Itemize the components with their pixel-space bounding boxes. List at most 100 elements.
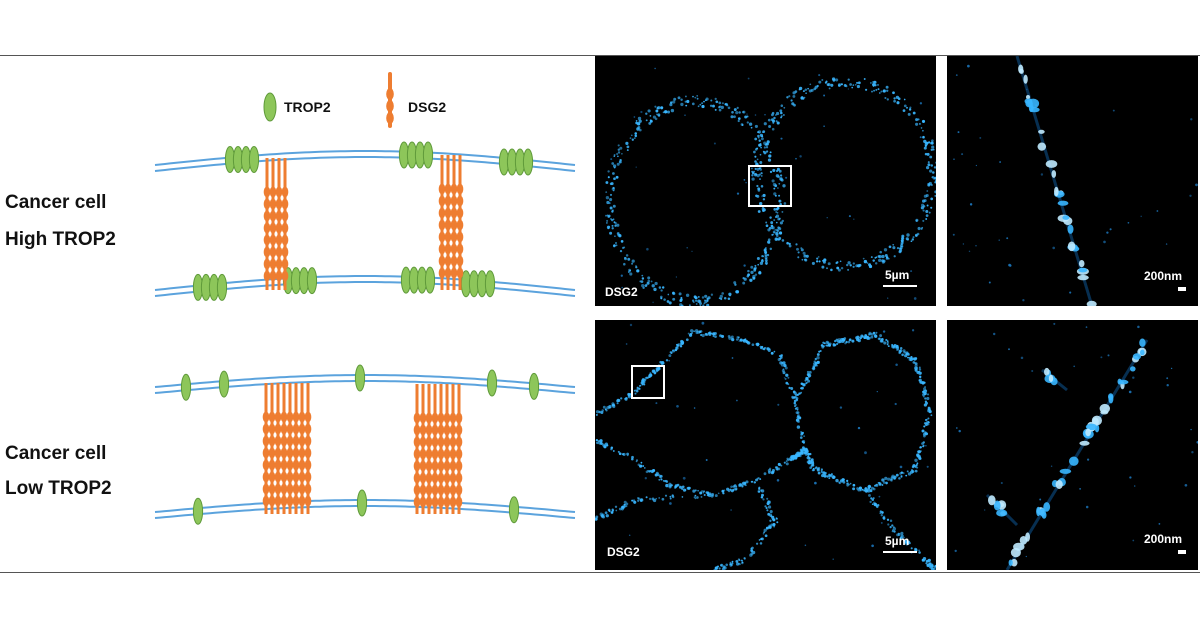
dsg2-domain (304, 447, 312, 459)
dsg2-domain (263, 222, 271, 234)
trop2-single (508, 496, 520, 524)
stain-label: DSG2 (607, 545, 640, 559)
dsg2-domain (431, 484, 439, 496)
dsg2-domain (413, 460, 421, 472)
dsg2-domain (280, 495, 288, 507)
dsg2-domain (263, 234, 271, 246)
dsg2-domain (449, 436, 457, 448)
dsg2-cluster-high-left (263, 158, 289, 290)
dsg2-domain (431, 460, 439, 472)
dsg2-domain (444, 255, 452, 267)
dsg2-domain (450, 183, 458, 195)
trop2-legend-label: TROP2 (284, 99, 331, 115)
dsg2-domain (413, 484, 421, 496)
dsg2-domain (437, 436, 445, 448)
dsg2-domain (443, 448, 451, 460)
dsg2-domain (274, 423, 282, 435)
dsg2-domain (275, 210, 283, 222)
dsg2-domain (269, 186, 277, 198)
dsg2-domain (292, 435, 300, 447)
dsg2-cluster-low-left (262, 383, 312, 514)
dsg2-domain (425, 496, 433, 508)
dsg2-domain (304, 411, 312, 423)
dsg2-domain (443, 412, 451, 424)
dsg2-domain (298, 459, 306, 471)
dsg2-domain (275, 186, 283, 198)
row-label-low-line1: Cancer cell (5, 443, 107, 464)
trop2-protein (522, 148, 534, 176)
junction-schematic (154, 141, 576, 525)
trop2-single (486, 369, 498, 397)
dsg2-domain (413, 448, 421, 460)
scale-bar-label: 200nm (1144, 532, 1183, 546)
dsg2-domain (298, 435, 306, 447)
trop2-single (192, 497, 204, 525)
dsg2-domain (431, 472, 439, 484)
row-label-low-line2: Low TROP2 (5, 478, 112, 499)
trop2-protein (306, 267, 318, 295)
dsg2-domain (274, 495, 282, 507)
dsg2-domain (268, 447, 276, 459)
dsg2-domain (298, 471, 306, 483)
dsg2-domain (274, 447, 282, 459)
dsg2-domain (438, 267, 446, 279)
bottom-rule (0, 572, 1200, 573)
dsg2-domain (269, 222, 277, 234)
dsg2-domain (304, 495, 312, 507)
dsg2-domain (455, 472, 463, 484)
dsg2-domain (280, 435, 288, 447)
dsg2-domain (292, 471, 300, 483)
dsg2-domain (262, 495, 270, 507)
dsg2-domain (275, 258, 283, 270)
zoom-region-box (631, 365, 665, 399)
dsg2-domain (269, 210, 277, 222)
dsg2-domain (286, 495, 294, 507)
dsg2-domain (268, 471, 276, 483)
trop2-protein (356, 489, 368, 517)
dsg2-domain (449, 484, 457, 496)
dsg2-domain (281, 186, 289, 198)
dsg2-domain (292, 411, 300, 423)
dsg2-domain (431, 424, 439, 436)
cell-membrane-signal (605, 95, 787, 306)
zoom-region-box (748, 165, 792, 207)
dsg2-domain (274, 471, 282, 483)
dsg2-domain (455, 412, 463, 424)
dsg2-domain (443, 484, 451, 496)
dsg2-domain (292, 483, 300, 495)
dsg2-domain (449, 496, 457, 508)
dsg2-domain (304, 471, 312, 483)
cell-membrane-signal (595, 491, 715, 521)
dsg2-domain (455, 424, 463, 436)
cell-membrane-signal (863, 487, 936, 570)
trop2-cluster (460, 270, 496, 298)
dsg2-domain (275, 246, 283, 258)
dsg2-domain (444, 243, 452, 255)
trop2-protein (486, 369, 498, 397)
dsg2-domain (292, 447, 300, 459)
dsg2-domain (443, 436, 451, 448)
dsg2-domain (437, 496, 445, 508)
trop2-protein (218, 370, 230, 398)
dsg2-domain (304, 483, 312, 495)
dsg2-domain (456, 207, 464, 219)
scale-bar (883, 551, 917, 553)
junction-signal (1005, 338, 1149, 570)
dsg2-domain (275, 198, 283, 210)
dsg2-domain (437, 424, 445, 436)
dsg2-domain (286, 435, 294, 447)
dsg2-domain (298, 423, 306, 435)
dsg2-domain (281, 222, 289, 234)
dsg2-domain (449, 412, 457, 424)
dsg2-domain (419, 460, 427, 472)
trop2-protein (354, 364, 366, 392)
scale-bar-label: 200nm (1144, 269, 1183, 283)
dsg2-domain (450, 243, 458, 255)
micrograph-high-zoom: 200nm (947, 56, 1198, 306)
dsg2-domain (292, 495, 300, 507)
dsg2-domain (268, 435, 276, 447)
cell-membrane-signal (751, 77, 936, 272)
dsg2-domain (419, 436, 427, 448)
dsg2-domain (431, 496, 439, 508)
dsg2-domain (281, 198, 289, 210)
